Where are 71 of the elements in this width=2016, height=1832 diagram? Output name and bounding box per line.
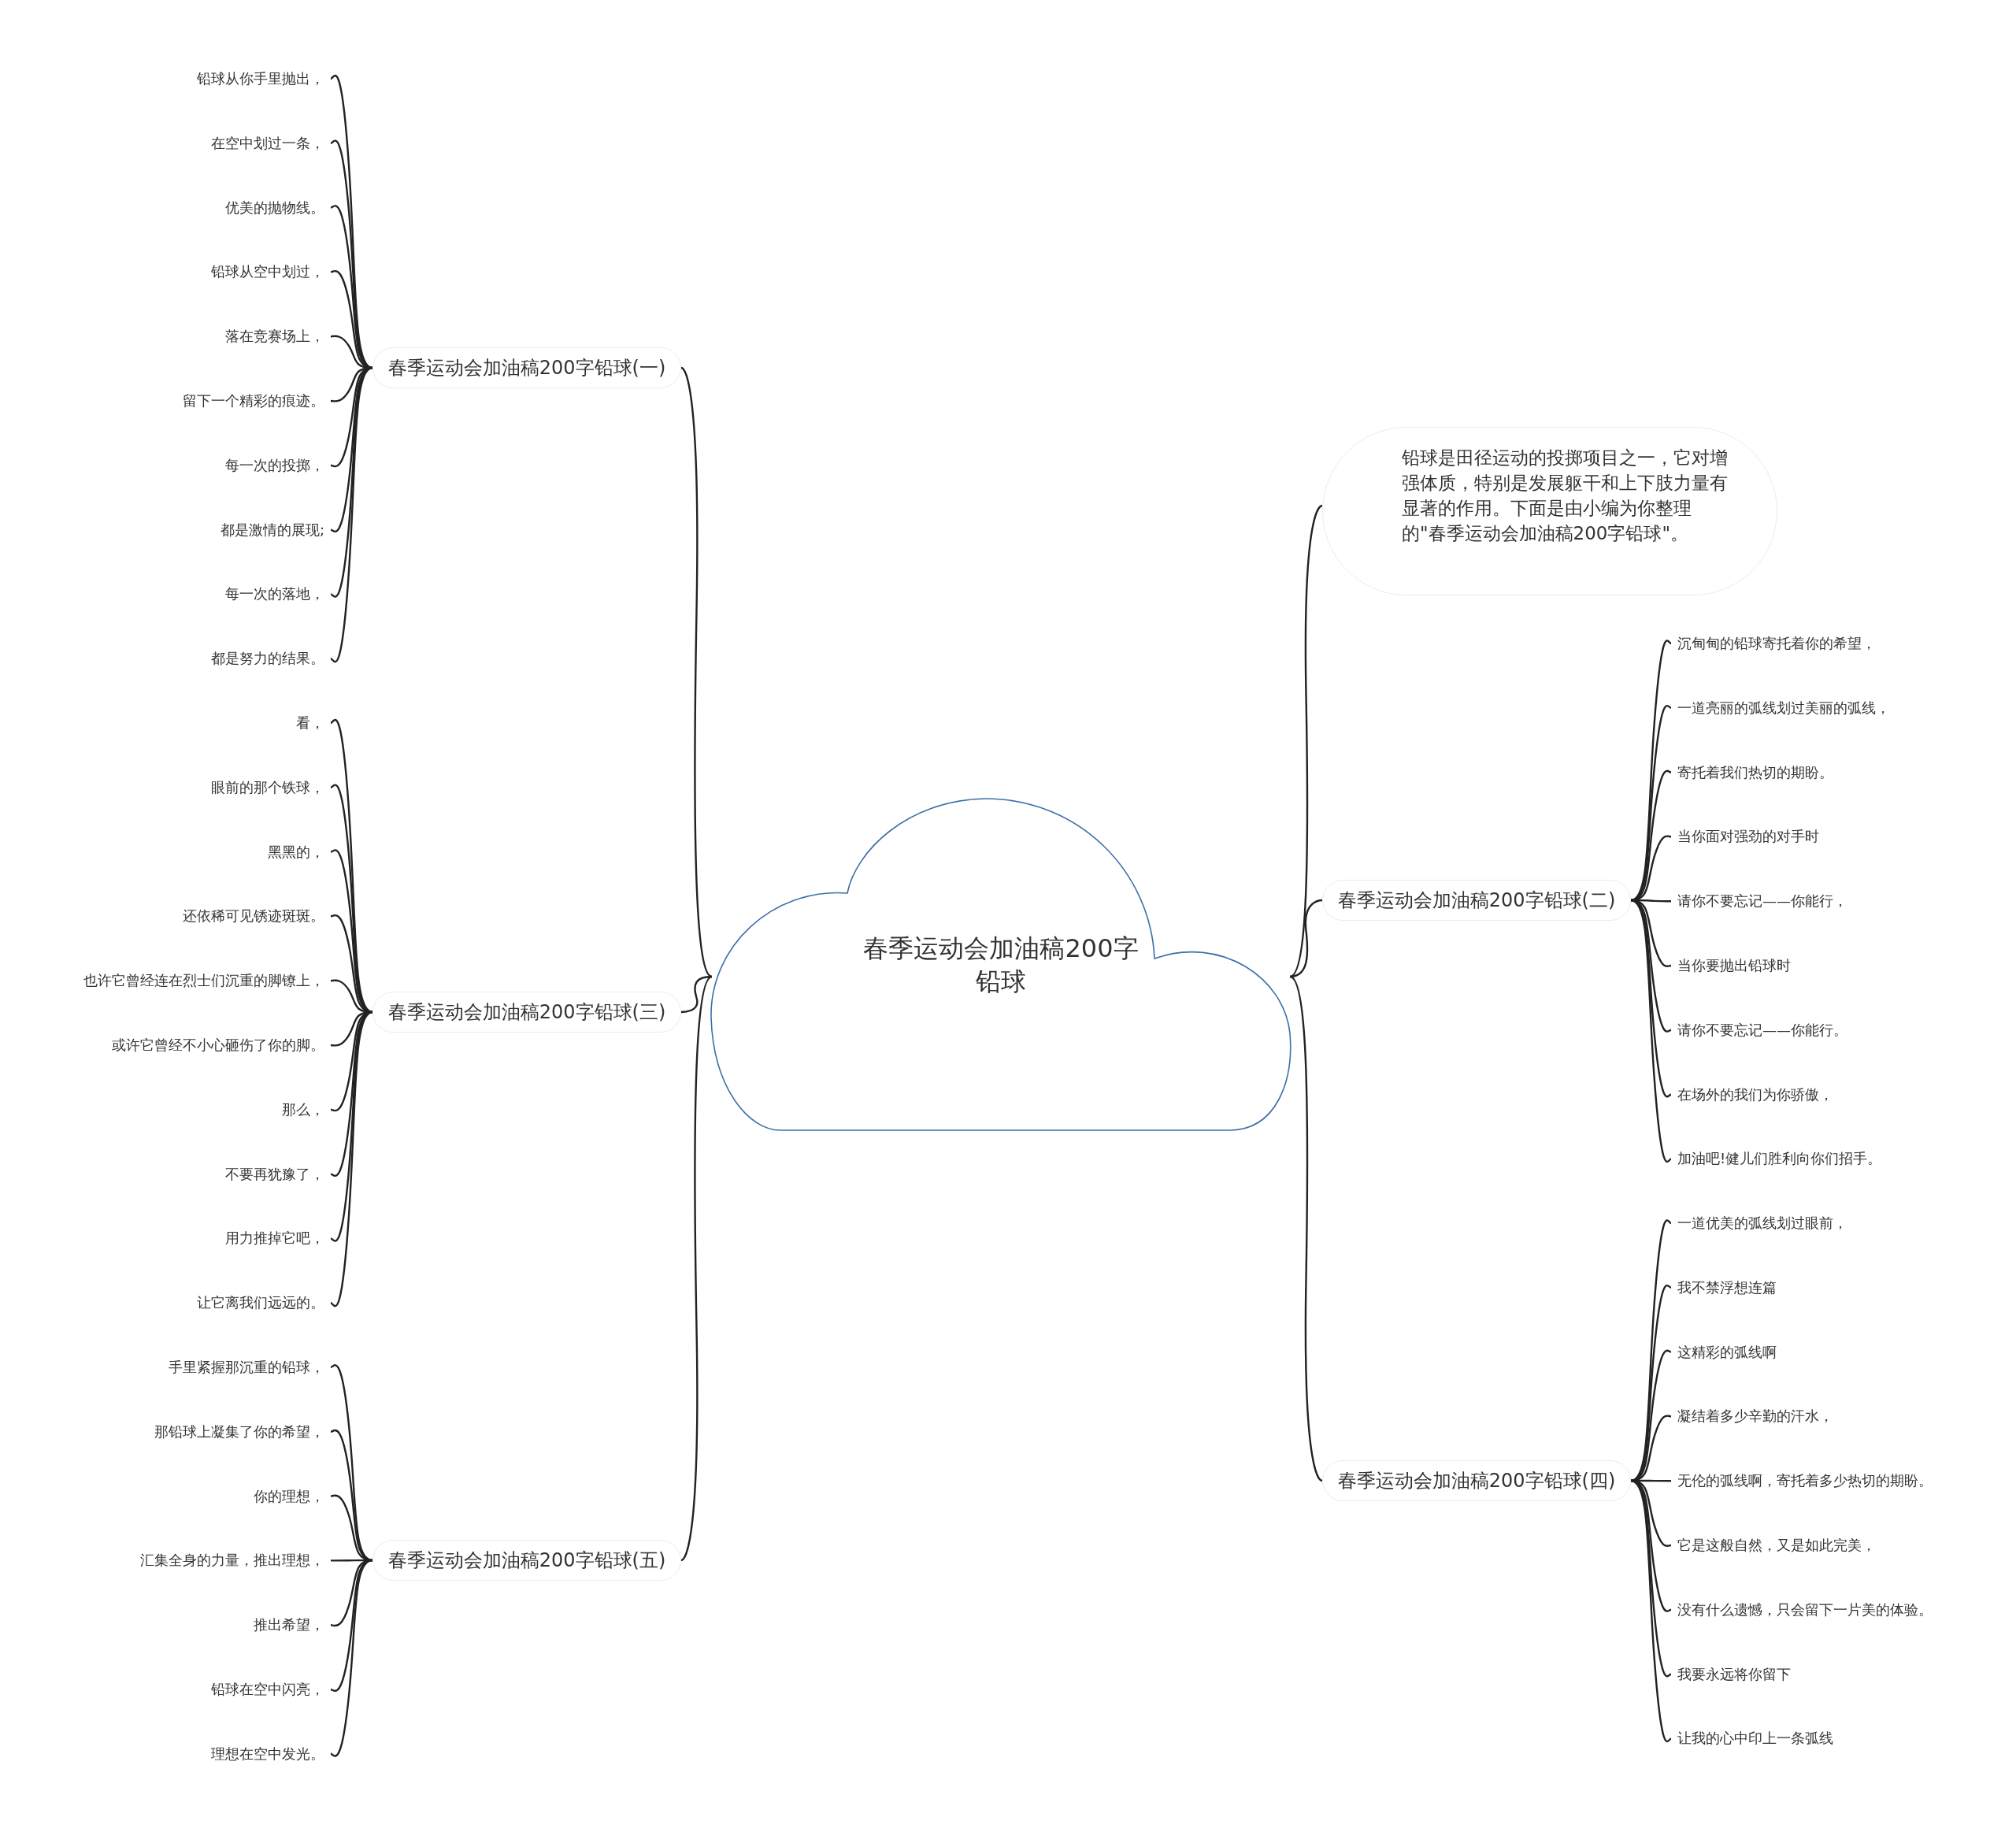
leaf-text: 那铅球上凝集了你的希望，: [154, 1421, 324, 1442]
leaf-text: 汇集全身的力量，推出理想，: [140, 1550, 324, 1571]
leaf-text: 当你要抛出铅球时: [1677, 955, 1791, 976]
leaf-text: 手里紧握那沉重的铅球，: [169, 1357, 324, 1378]
topic-text: 春季运动会加油稿200字铅球: [862, 932, 1140, 998]
leaf-text: 留下一个精彩的痕迹。: [183, 391, 324, 411]
leaf-text: 或许它曾经不小心砸伤了你的脚。: [112, 1035, 324, 1055]
leaf-text: 都是激情的展现;: [220, 519, 324, 540]
connector-line: [1630, 1219, 1672, 1482]
leaf-text: 一道亮丽的弧线划过美丽的弧线，: [1677, 697, 1890, 718]
connector-line: [1289, 976, 1323, 1482]
connector-line: [330, 784, 373, 1014]
connector-line: [330, 1364, 373, 1562]
leaf-text: 每一次的落地，: [225, 584, 324, 605]
leaf-text: 这精彩的弧线啊: [1677, 1341, 1777, 1363]
connector-line: [1630, 640, 1672, 902]
leaf-text: 理想在空中发光。: [211, 1743, 324, 1764]
leaf-text: 还依稀可见锈迹斑斑。: [183, 906, 324, 927]
connector-line: [330, 75, 373, 369]
leaf-text: 请你不要忘记——你能行，: [1677, 891, 1847, 912]
connector-line: [1630, 705, 1672, 902]
leaf-text: 那么，: [282, 1099, 324, 1120]
branch-topic: 春季运动会加油稿200字铅球(三): [372, 992, 681, 1033]
branch-topic: 春季运动会加油稿200字铅球(五): [372, 1540, 681, 1581]
leaf-text: 在场外的我们为你骄傲，: [1677, 1084, 1833, 1105]
leaf-text: 它是这般自然，又是如此完美，: [1677, 1535, 1876, 1556]
leaf-text: 也许它曾经连在烈士们沉重的脚镣上，: [83, 970, 324, 992]
leaf-text: 当你面对强劲的对手时: [1677, 826, 1819, 847]
leaf-text: 铅球从你手里抛出，: [197, 69, 324, 89]
connector-line: [330, 269, 373, 369]
leaf-text: 让它离我们远远的。: [197, 1292, 324, 1314]
leaf-text: 优美的抛物线。: [225, 197, 324, 218]
leaf-text: 推出希望，: [254, 1615, 324, 1636]
connector-line: [330, 1559, 373, 1757]
leaf-text: 眼前的那个铁球，: [211, 777, 324, 798]
leaf-text: 请你不要忘记——你能行。: [1677, 1019, 1847, 1040]
leaf-text: 让我的心中印上一条弧线: [1677, 1728, 1833, 1749]
connector-line: [680, 367, 713, 977]
leaf-text: 看，: [296, 713, 324, 733]
connector-line: [330, 1011, 373, 1307]
leaf-text: 都是努力的结果。: [211, 648, 324, 669]
connector-line: [1289, 505, 1323, 977]
branch-topic: 春季运动会加油稿200字铅球(一): [372, 347, 681, 388]
connector-line: [330, 366, 373, 662]
leaf-text: 寄托着我们热切的期盼。: [1677, 762, 1833, 783]
connector-line: [680, 975, 713, 1014]
leaf-text: 在空中划过一条，: [211, 132, 324, 154]
leaf-text: 我不禁浮想连篇: [1677, 1277, 1777, 1298]
leaf-text: 每一次的投掷，: [225, 454, 324, 476]
leaf-text: 凝结着多少辛勤的汗水，: [1677, 1406, 1833, 1427]
intro-bubble: 铅球是田径运动的投掷项目之一，它对增强体质，特别是发展躯干和上下肢力量有显著的作用。下面是由小编为你整理的"春季运动会加油稿200字铅球"。: [1322, 427, 1777, 595]
cloud-shape: [710, 797, 1292, 1132]
leaf-text: 加油吧!健儿们胜利向你们招手。: [1677, 1148, 1882, 1170]
leaf-text: 我要永远将你留下: [1677, 1663, 1791, 1685]
branch-topic: 春季运动会加油稿200字铅球(二): [1322, 880, 1631, 921]
leaf-text: 没有什么遗憾，只会留下一片美的体验。: [1677, 1599, 1933, 1620]
leaf-text: 不要再犹豫了，: [225, 1163, 324, 1185]
branch-topic: 春季运动会加油稿200字铅球(四): [1322, 1460, 1631, 1501]
leaf-text: 你的理想，: [254, 1485, 324, 1507]
connector-line: [1630, 1479, 1672, 1742]
leaf-text: 沉甸甸的铅球寄托着你的希望，: [1677, 633, 1876, 654]
leaf-text: 落在竞赛场上，: [225, 326, 324, 347]
leaf-text: 黑黑的，: [268, 841, 324, 862]
connector-line: [680, 976, 713, 1561]
leaf-text: 铅球从空中划过，: [211, 261, 324, 283]
connector-line: [1630, 1285, 1672, 1482]
connector-line: [1630, 899, 1672, 1163]
leaf-text: 一道优美的弧线划过眼前，: [1677, 1213, 1847, 1233]
leaf-text: 无伦的弧线啊，寄托着多少热切的期盼。: [1677, 1470, 1933, 1492]
leaf-text: 用力推掉它吧，: [225, 1228, 324, 1249]
leaf-text: 铅球在空中闪亮，: [211, 1679, 324, 1700]
